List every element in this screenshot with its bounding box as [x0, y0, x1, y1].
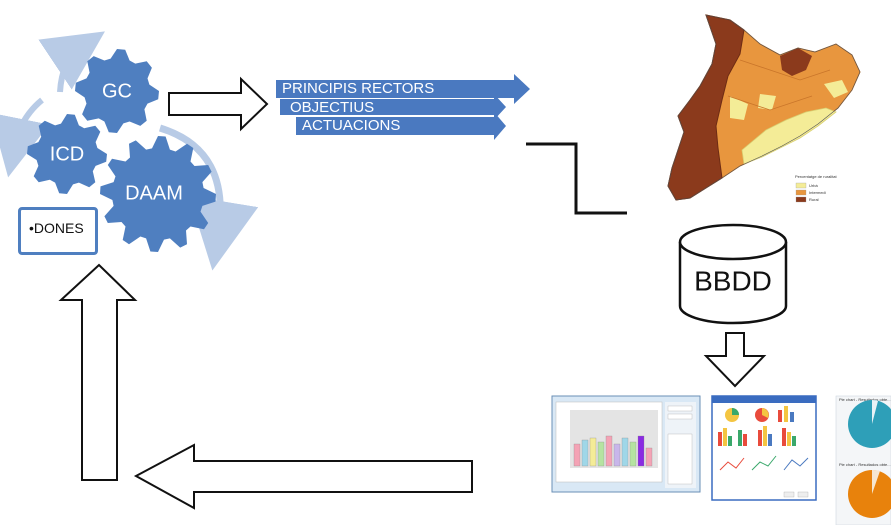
icd-gear-icon: [27, 114, 107, 194]
map-legend: Percentatge de ruralitat Urbà Intermedi …: [795, 174, 837, 203]
legend-item-urba: Urbà: [809, 183, 818, 188]
mini-bar: [573, 443, 581, 467]
icd-gear-label: ICD: [50, 143, 84, 165]
gc-gear-label: GC: [102, 80, 132, 102]
database-cylinder: [678, 223, 788, 325]
dones-box: •DONES: [18, 207, 98, 255]
objectius-label: OBJECTIUS: [290, 99, 374, 116]
legend-item-intermedi: Intermedi: [809, 190, 826, 195]
banner-actuacions: [296, 112, 506, 140]
banner-principis: [276, 74, 530, 104]
dones-label: •DONES: [29, 220, 84, 236]
down-hollow-arrow: [703, 332, 767, 388]
legend-swatch-rural: [795, 196, 807, 203]
mini-bar: [645, 447, 653, 467]
up-hollow-arrow: [58, 263, 138, 481]
legend-swatch-intermedi: [795, 189, 807, 196]
database-label: BBDD: [694, 265, 772, 296]
mini-bar: [621, 437, 629, 467]
cycle-arrow-left: [0, 97, 50, 178]
left-hollow-arrow: [133, 443, 473, 510]
actuacions-label: ACTUACIONS: [302, 117, 400, 134]
screenshot-pie-charts: Pie chart - Resultados obte... Pie chart…: [835, 395, 891, 525]
mini-bar: [637, 435, 645, 467]
daam-gear-label: DAAM: [125, 182, 183, 204]
pie-title-2: Pie chart - Resultados obte...: [839, 462, 891, 467]
catalonia-map: [667, 14, 861, 201]
legend-title: Percentatge de ruralitat: [795, 174, 837, 179]
step-connector: [526, 142, 627, 215]
gc-gear-icon: [75, 49, 159, 133]
cycle-arrow-right: [158, 124, 259, 271]
mini-bar: [597, 441, 605, 467]
screenshot-multi-chart: [711, 395, 817, 501]
screenshot-bar-chart: [551, 395, 701, 493]
principis-label: PRINCIPIS RECTORS: [282, 80, 434, 97]
right-hollow-arrow: [168, 76, 269, 132]
mini-bar: [589, 437, 597, 467]
banner-objectius: [280, 94, 506, 120]
gears-group: [27, 49, 216, 252]
mini-bar: [629, 441, 637, 467]
mini-bar: [613, 443, 621, 467]
daam-gear-icon: [100, 136, 216, 252]
legend-item-rural: Rural: [809, 197, 819, 202]
cycle-arrow-top: [38, 31, 105, 93]
mini-bar: [605, 435, 613, 467]
mini-bars: [573, 435, 653, 467]
legend-swatch-urba: [795, 182, 807, 189]
pie-title-1: Pie chart - Resultados obte...: [839, 397, 891, 402]
mini-bar: [581, 439, 589, 467]
